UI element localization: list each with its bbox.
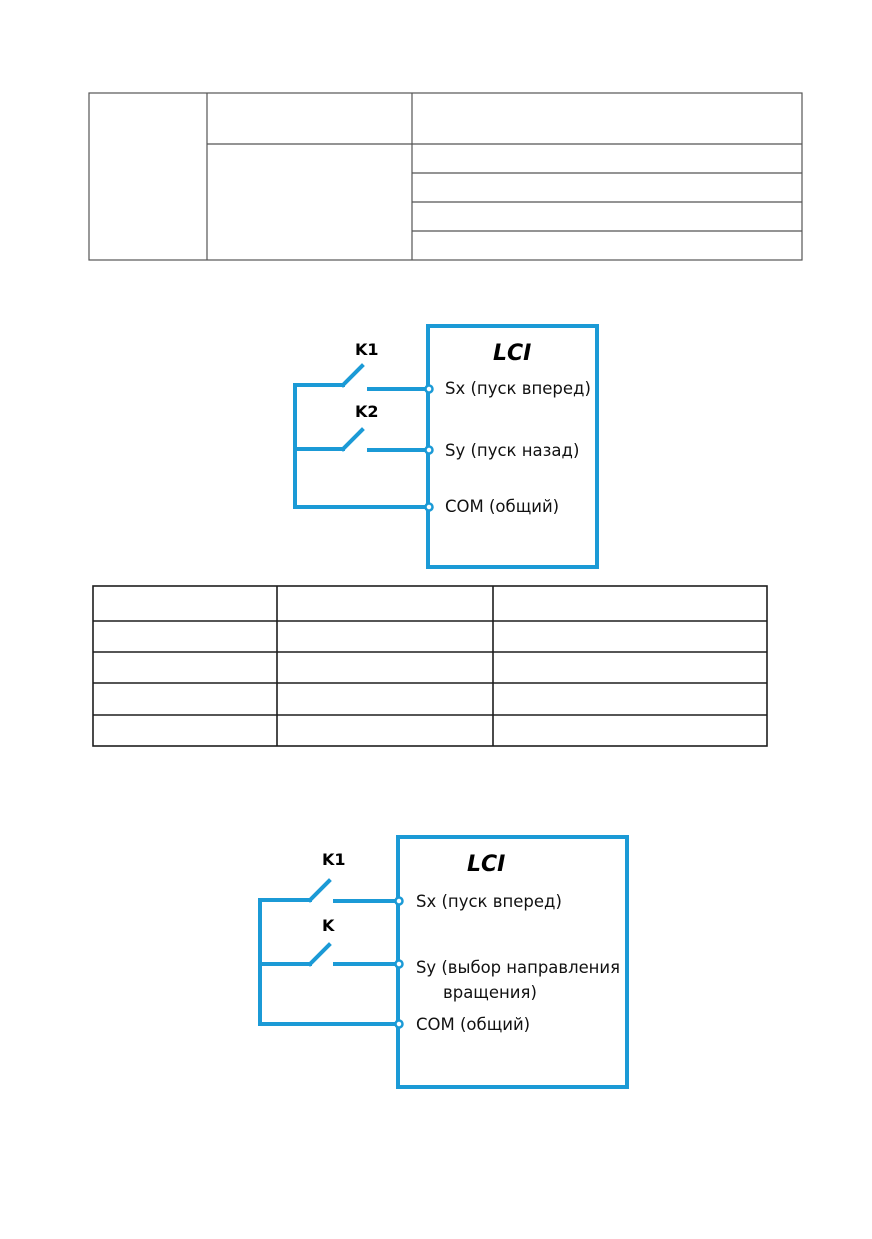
table-empty-merged: [88, 92, 803, 261]
table-outline: [92, 585, 768, 747]
terminal-sx: [394, 896, 404, 906]
terminal-sx-label: Sx (пуск вперед): [445, 379, 591, 398]
lci-title: LCI: [467, 852, 505, 877]
terminal-com-label: COM (общий): [445, 497, 559, 516]
terminal-sy-label-line2: вращения): [443, 983, 537, 1002]
lci-title: LCI: [493, 341, 531, 366]
terminal-com-label: COM (общий): [416, 1015, 530, 1034]
terminal-sy-label: Sy (выбор направления: [416, 958, 620, 977]
terminal-com: [394, 1019, 404, 1029]
wiring-diagram-direction: LCI K1 K Sx (пуск вперед) Sy (выбор напр…: [258, 835, 629, 1089]
terminal-sx: [424, 384, 434, 394]
switch-k1-contact: [340, 363, 365, 388]
common-wire: [293, 383, 430, 509]
terminal-sx-label: Sx (пуск вперед): [416, 892, 562, 911]
terminal-sy-label: Sy (пуск назад): [445, 441, 579, 460]
table-empty-grid: [92, 585, 768, 747]
switch-k1-label: K1: [322, 850, 346, 869]
switch-k2-label: K2: [355, 402, 379, 421]
switch-k1-label: K1: [355, 340, 379, 359]
switch-k1-contact: [307, 878, 332, 903]
table-outline: [88, 92, 803, 261]
switch-k2-contact: [340, 427, 365, 452]
terminal-sy: [394, 959, 404, 969]
terminal-sy: [424, 445, 434, 455]
switch-k-contact: [307, 942, 332, 967]
wiring-diagram-two-wire: LCI K1 K2 Sx (пуск вперед) Sy (пуск наза…: [293, 324, 599, 569]
terminal-com: [424, 502, 434, 512]
switch-k-label: K: [322, 916, 335, 935]
